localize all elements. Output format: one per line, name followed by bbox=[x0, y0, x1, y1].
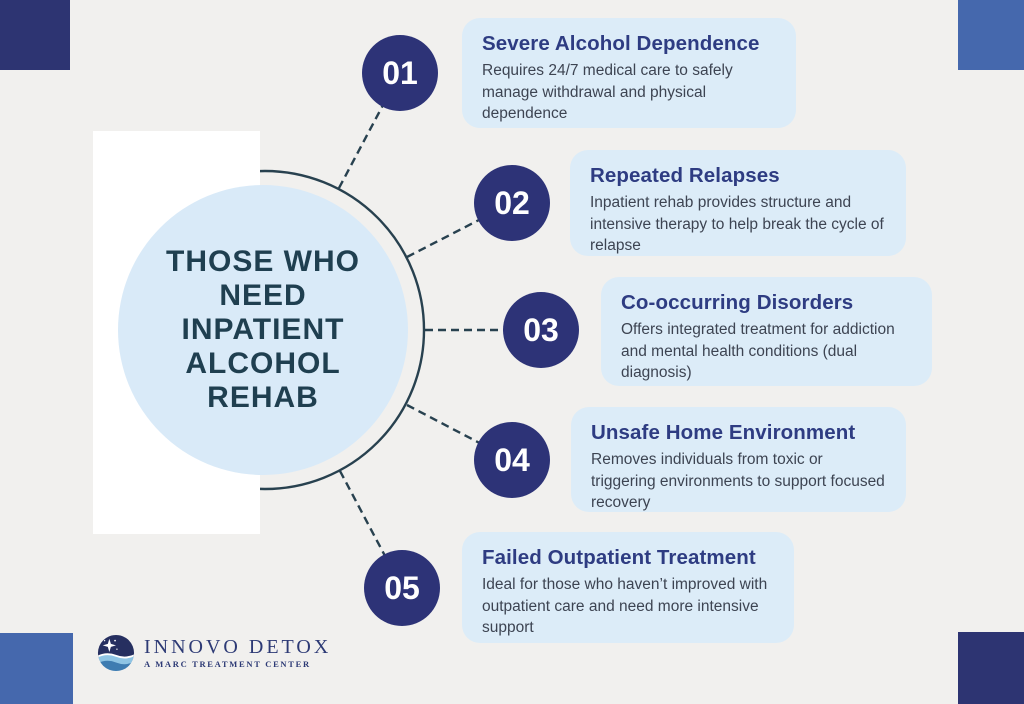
corner-accent-top-right bbox=[958, 0, 1024, 70]
corner-accent-bottom-right bbox=[958, 632, 1024, 704]
step-card-description: Removes individuals from toxic or trigge… bbox=[591, 451, 885, 511]
step-card-1: Severe Alcohol Dependence Requires 24/7 … bbox=[462, 18, 796, 128]
brand-text-block: INNOVO DETOX A MARC TREATMENT CENTER bbox=[144, 637, 331, 669]
step-card-4: Unsafe Home Environment Removes individu… bbox=[571, 407, 906, 512]
step-card-3: Co-occurring Disorders Offers integrated… bbox=[601, 277, 932, 386]
step-card-description: Offers integrated treatment for addictio… bbox=[621, 321, 895, 381]
step-card-title: Co-occurring Disorders bbox=[621, 291, 854, 314]
center-circle: THOSE WHO NEED INPATIENT ALCOHOL REHAB bbox=[118, 185, 408, 475]
step-card-title: Unsafe Home Environment bbox=[591, 421, 856, 444]
step-card-2: Repeated Relapses Inpatient rehab provid… bbox=[570, 150, 906, 256]
infographic-title: THOSE WHO NEED INPATIENT ALCOHOL REHAB bbox=[166, 245, 360, 414]
step-card-title: Failed Outpatient Treatment bbox=[482, 546, 756, 569]
step-card-description: Inpatient rehab provides structure and i… bbox=[590, 194, 884, 254]
step-number-badge-4: 04 bbox=[474, 422, 550, 498]
step-card-description: Requires 24/7 medical care to safely man… bbox=[482, 62, 733, 122]
step-number-badge-3: 03 bbox=[503, 292, 579, 368]
brand-name: INNOVO DETOX bbox=[144, 636, 332, 658]
step-number-badge-2: 02 bbox=[474, 165, 550, 241]
step-card-5: Failed Outpatient Treatment Ideal for th… bbox=[462, 532, 794, 643]
step-card-description: Ideal for those who haven’t improved wit… bbox=[482, 576, 768, 636]
brand-footer: INNOVO DETOX A MARC TREATMENT CENTER bbox=[97, 634, 331, 672]
step-card-title: Repeated Relapses bbox=[590, 164, 780, 187]
step-card-title: Severe Alcohol Dependence bbox=[482, 32, 760, 55]
corner-accent-top-left bbox=[0, 0, 70, 70]
step-number-badge-1: 01 bbox=[362, 35, 438, 111]
brand-logo-icon bbox=[97, 634, 135, 672]
step-number-badge-5: 05 bbox=[364, 550, 440, 626]
corner-accent-bottom-left bbox=[0, 633, 73, 704]
brand-tagline: A MARC TREATMENT CENTER bbox=[144, 659, 311, 669]
